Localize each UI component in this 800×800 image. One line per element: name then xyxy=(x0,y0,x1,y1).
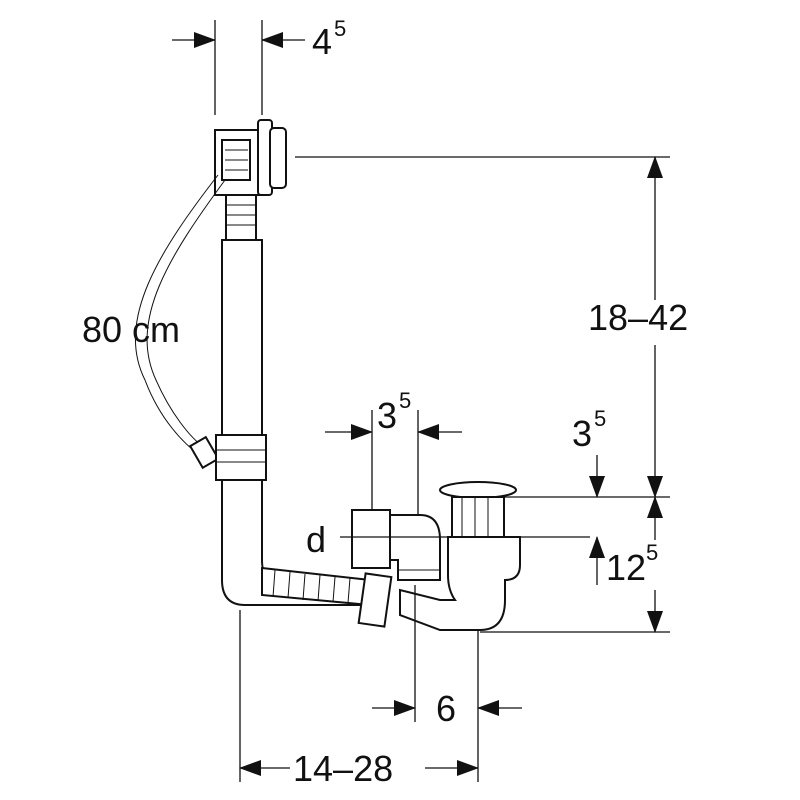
dimension-height-range: 18–42 xyxy=(490,156,688,498)
dimension-label: 3 xyxy=(572,413,592,454)
dimension-label: 3 xyxy=(377,395,397,436)
inlet-elbow xyxy=(351,509,441,581)
overflow-head xyxy=(214,119,287,196)
pipe-diameter-label: d xyxy=(306,519,326,560)
drain-body xyxy=(399,481,521,631)
dimension-length-range: 14–28 xyxy=(239,610,479,789)
dimension-outlet-offset: 6 xyxy=(372,585,522,782)
dimension-superscript: 5 xyxy=(594,406,606,431)
hose-length-label: 80 cm xyxy=(82,309,180,350)
dimension-superscript: 5 xyxy=(334,16,346,41)
corrugated-hose xyxy=(261,566,393,628)
dimension-label: 12 xyxy=(606,547,646,588)
dimension-drain-top: 3 5 xyxy=(572,406,606,585)
dimension-superscript: 5 xyxy=(399,388,411,413)
dimension-top-offset: 4 5 xyxy=(172,16,346,115)
dimension-inlet-offset: 3 5 xyxy=(325,388,462,515)
dimension-label: 14–28 xyxy=(293,748,393,789)
cable-hose xyxy=(135,174,226,470)
dimension-label: 6 xyxy=(436,688,456,729)
overflow-pipe xyxy=(215,194,371,606)
dimension-superscript: 5 xyxy=(646,540,658,565)
dimension-drain-height: 12 5 xyxy=(480,496,670,633)
dimension-label: 18–42 xyxy=(588,297,688,338)
dimension-label: 4 xyxy=(312,21,332,62)
